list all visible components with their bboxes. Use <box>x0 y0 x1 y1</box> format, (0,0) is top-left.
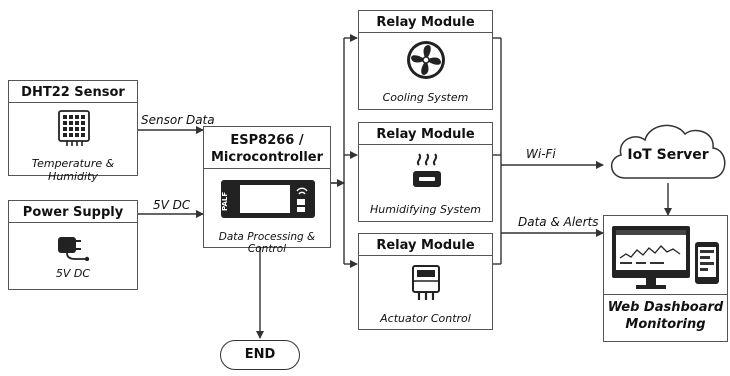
end-label: END <box>244 347 276 362</box>
relay-humidifier-caption: Humidifying System <box>370 203 481 216</box>
power-supply-box: Power Supply 5V DC <box>8 200 138 290</box>
power-adapter-icon <box>58 237 90 261</box>
edge-label-data-alerts: Data & Alerts <box>518 215 599 229</box>
actuator-icon <box>412 265 440 300</box>
esp8266-title-line2: Microcontroller <box>210 149 324 165</box>
web-dashboard-title-line1: Web Dashboard <box>607 300 724 315</box>
power-supply-title: Power Supply <box>9 201 137 223</box>
esp8266-box: ESP8266 / Microcontroller PALF Data Proc… <box>203 126 331 255</box>
humidifier-icon <box>413 153 441 187</box>
web-dashboard-title: Web Dashboard Monitoring <box>604 300 727 334</box>
esp8266-caption: Data Processing & Control <box>218 231 316 255</box>
relay-cooling-title: Relay Module <box>359 11 492 33</box>
relay-humidifier-box: Relay Module Humidifying System <box>358 122 493 222</box>
monitor-icon <box>612 226 719 289</box>
edge-label-5v-dc: 5V DC <box>153 198 191 212</box>
chip-brand-text: PALF <box>221 192 229 211</box>
edge-label-wifi: Wi-Fi <box>526 147 556 161</box>
fan-icon <box>407 41 445 79</box>
dht22-sensor-caption: Temperature & Humidity <box>31 157 115 183</box>
relay-actuator-box: Relay Module Actuator Control <box>358 233 493 330</box>
cloud-icon <box>611 124 726 179</box>
relay-humidifier-title: Relay Module <box>359 123 492 145</box>
power-supply-caption: 5V DC <box>55 267 91 280</box>
relay-cooling-caption: Cooling System <box>382 91 469 104</box>
iot-server-label: IoT Server <box>627 147 709 163</box>
end-terminal: END <box>220 340 300 370</box>
dht22-sensor-box: DHT22 Sensor Temperature & Humidity <box>8 80 138 183</box>
web-dashboard-title-line2: Monitoring <box>625 316 706 332</box>
edge-label-sensor-data: Sensor Data <box>141 113 215 127</box>
dashboard-divider <box>604 294 727 295</box>
dht22-sensor-title: DHT22 Sensor <box>9 81 137 103</box>
relay-actuator-caption: Actuator Control <box>380 312 471 325</box>
esp8266-title-line1: ESP8266 / <box>230 133 304 148</box>
relay-cooling-box: Relay Module Cooling System <box>358 10 493 110</box>
relay-actuator-title: Relay Module <box>359 234 492 256</box>
microcontroller-chip-icon: PALF <box>221 177 315 218</box>
web-dashboard-box: Web Dashboard Monitoring <box>603 215 728 342</box>
sensor-icon <box>58 110 90 146</box>
esp8266-title: ESP8266 / Microcontroller <box>204 127 330 169</box>
